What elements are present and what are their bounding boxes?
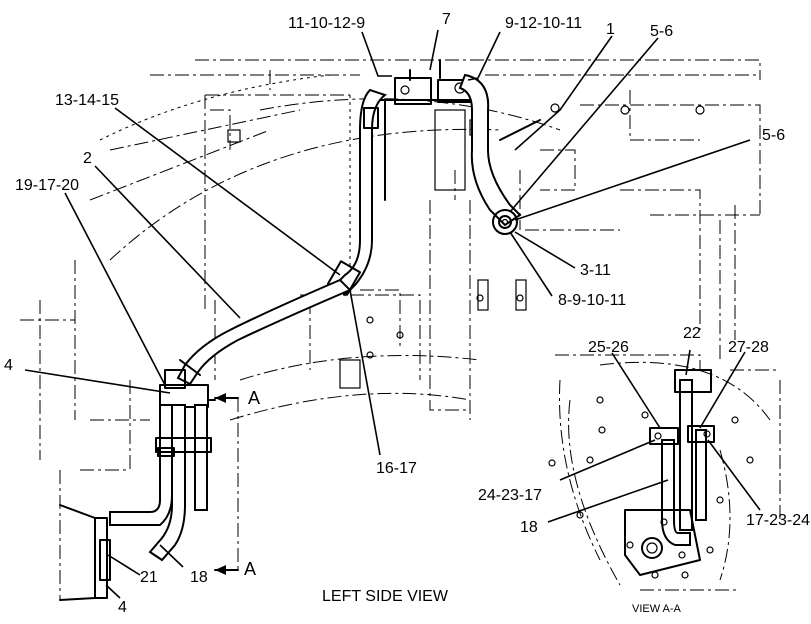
callout-13-14-15: 13-14-15: [55, 92, 119, 109]
section-marker-bottom: A: [244, 559, 256, 579]
callout-22: 22: [683, 325, 701, 342]
section-cut-line: [214, 393, 239, 575]
view-a-a-detail: [548, 354, 781, 591]
leader-lines: [24, 29, 761, 599]
reservoir-assembly: [374, 59, 541, 235]
callout-1: 1: [606, 21, 615, 38]
callout-11-10-12-9: 11-10-12-9: [288, 15, 365, 32]
view-title: LEFT SIDE VIEW: [322, 588, 449, 605]
callout-18-detail: 18: [520, 519, 538, 536]
callout-16-17: 16-17: [376, 460, 417, 477]
callout-2: 2: [83, 150, 92, 167]
callout-21: 21: [140, 569, 158, 586]
callout-27-28: 27-28: [728, 339, 769, 356]
callout-4-left: 4: [4, 357, 13, 374]
callout-3-11: 3-11: [580, 262, 611, 279]
callout-labels: 11-10-12-9 7 9-12-10-11 1 5-6 13-14-15 5…: [4, 11, 810, 616]
callout-5-6-top: 5-6: [650, 23, 673, 40]
hose-2: [176, 278, 352, 386]
callout-5-6-right: 5-6: [762, 127, 785, 144]
callout-7: 7: [442, 11, 451, 28]
hose-13-14-15: [326, 88, 388, 297]
callout-17-23-24: 17-23-24: [746, 512, 810, 529]
callout-9-12-10-11: 9-12-10-11: [505, 15, 582, 32]
left-hose-bundle: [59, 369, 216, 601]
callout-19-17-20: 19-17-20: [15, 177, 79, 194]
callout-18-main: 18: [190, 569, 208, 586]
view-subtitle: VIEW A-A: [632, 603, 682, 615]
background-structure: [20, 59, 761, 600]
section-marker-top: A: [248, 388, 260, 408]
callout-8-9-10-11: 8-9-10-11: [558, 292, 626, 309]
callout-4-bottom: 4: [118, 599, 127, 616]
callout-25-26: 25-26: [588, 339, 629, 356]
callout-24-23-17: 24-23-17: [478, 487, 542, 504]
